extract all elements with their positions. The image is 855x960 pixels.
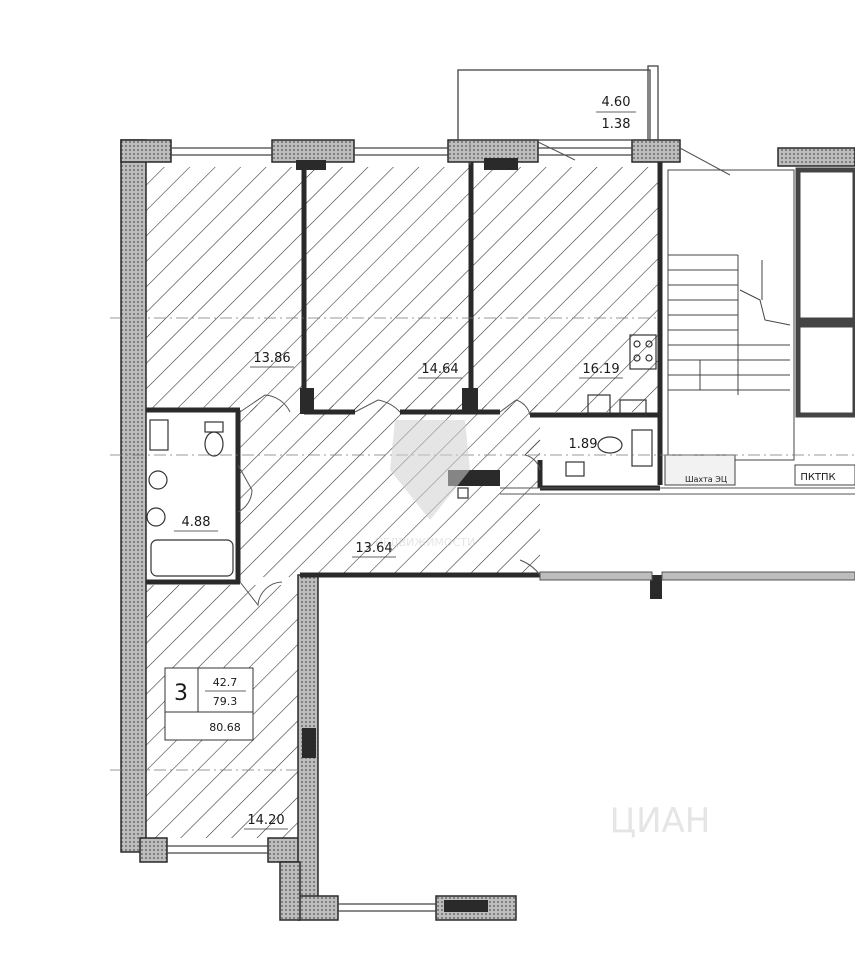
balcony [457,65,659,141]
toilet-icon [204,431,224,457]
stairwell [664,167,855,486]
apartment-rooms: 3 [174,681,188,706]
kitchen-area: 16.19 [582,362,619,377]
area-labels: 4.60 1.38 13.86 14.64 16.19 1.89 4.88 13… [174,95,836,830]
washer-icon [148,470,168,490]
kitchen-sink-icon [587,394,611,414]
hall-area: 13.64 [355,541,392,556]
watermark-logo: C НЕДВИЖИМОСТИ ЦИАН [375,420,711,841]
outer-walls [120,139,855,921]
windows [167,147,632,912]
balcony-area-1: 4.60 [602,95,631,110]
sink-icon [149,419,169,451]
wc-area: 1.89 [569,437,598,452]
doors [237,141,731,607]
watermark-cian: ЦИАН [610,801,711,841]
corridor [500,487,855,581]
room-bottom-area: 14.20 [247,813,284,828]
fixtures [146,334,657,577]
room-left-area: 13.86 [253,351,290,366]
hatched-areas [146,167,658,838]
pktpk-label: ПКТПК [800,472,835,483]
shaft-label: Шахта ЭЦ [685,475,727,484]
bathtub-icon [150,539,234,577]
stove-icon [629,334,657,370]
apartment-total-with-balcony: 80.68 [209,721,241,734]
apartment-total-area: 79.3 [213,695,238,708]
apartment-living-area: 42.7 [213,676,238,689]
watermark-brand-text: НЕДВИЖИМОСТИ [375,536,475,549]
balcony-area-2: 1.38 [602,117,631,132]
bathroom-area: 4.88 [182,515,211,530]
svg-text:C: C [416,446,444,487]
room-middle-area: 14.64 [421,362,458,377]
apartment-tag: 3 42.7 79.3 80.68 [164,667,254,741]
axis-lines [110,140,855,771]
wc-toilet-icon [597,436,623,454]
